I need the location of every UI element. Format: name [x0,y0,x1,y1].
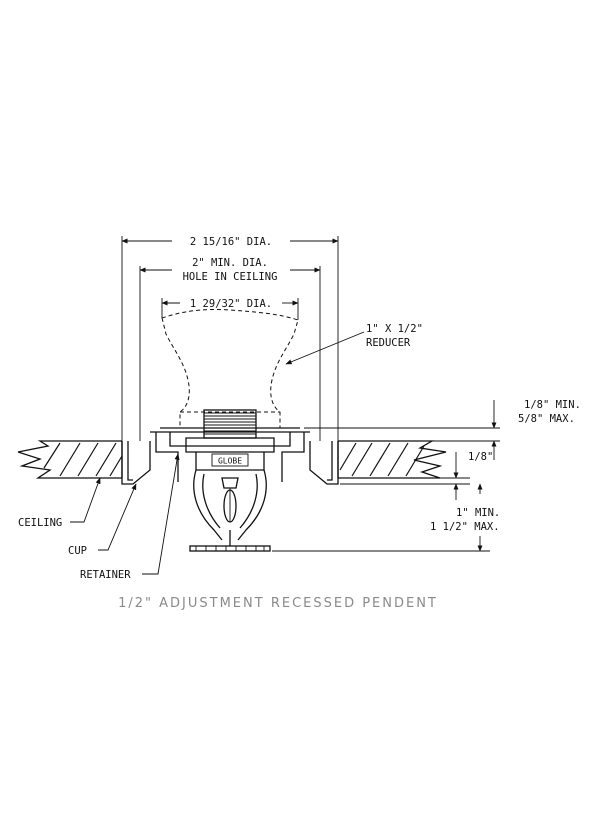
ceiling-label: CEILING [18,517,62,529]
reducer-leader [285,331,365,365]
dim-inner-dia [161,298,299,320]
dim-hole-dia [139,266,321,441]
gap-label: 1/8" [468,451,493,463]
globe-nameplate-text: GLOBE [218,457,242,466]
cup-label: CUP [68,545,87,557]
deflector [189,545,271,552]
cup-leader [98,483,137,551]
retainer-label: RETAINER [80,569,131,581]
dim-drop [272,483,490,552]
thread-lines [204,412,256,435]
drop-min-label: 1" MIN. [456,507,500,519]
hole-dia-label-2: HOLE IN CEILING [183,271,278,283]
retainer [150,427,310,482]
ceiling-hatch-right [339,442,425,477]
outer-dia-label: 2 15/16" DIA. [190,236,272,248]
ceiling-board [17,440,447,479]
retainer-leader [142,453,180,575]
drop-max-label: 1 1/2" MAX. [430,521,500,533]
deflector-tines [195,546,265,551]
hole-dia-label-1: 2" MIN. DIA. [192,257,268,269]
dim-adjustment [304,400,500,460]
ceiling-hatch-left [43,442,123,477]
inner-dia-label: 1 29/32" DIA. [190,298,272,310]
drawing-caption: 1/2" ADJUSTMENT RECESSED PENDENT [118,596,438,611]
dim-gap [340,452,470,500]
sprinkler-head: GLOBE [185,437,275,552]
reducer-fitting [161,309,299,439]
globe-nameplate [211,453,249,467]
reducer-label-2: REDUCER [366,337,411,349]
reducer-label-1: 1" X 1/2" [366,323,423,335]
adj-max-label: 5/8" MAX. [518,413,575,425]
ceiling-leader [70,477,101,523]
dim-outer-dia [121,236,339,441]
adj-min-label: 1/8" MIN. [524,399,581,411]
